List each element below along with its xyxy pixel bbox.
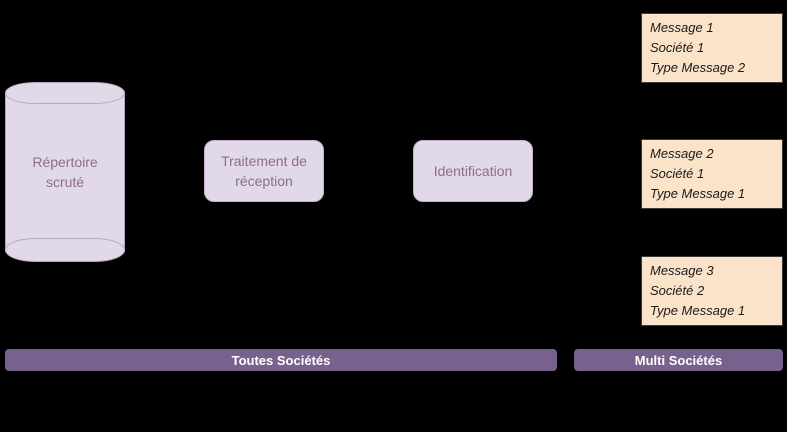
scope-bar-multi-societes[interactable]: Multi Sociétés xyxy=(574,349,783,371)
node-repertoire-scrute[interactable]: Répertoire scruté xyxy=(5,82,125,262)
message-note-3-societe: Société 2 xyxy=(650,283,705,298)
node-repertoire-scrute-label: Répertoire scruté xyxy=(5,82,125,262)
node-traitement-de-reception-label-line-2: réception xyxy=(235,173,293,189)
message-note-3-type: Type Message 1 xyxy=(650,303,746,318)
message-note-2-type: Type Message 1 xyxy=(650,186,746,201)
cylinder-body xyxy=(5,92,125,252)
node-identification-label-line-1: Identification xyxy=(433,163,513,179)
message-note-3[interactable]: Message 3 Société 2 Type Message 1 xyxy=(641,256,783,326)
message-note-1[interactable]: Message 1 Société 1 Type Message 2 xyxy=(641,13,783,83)
node-repertoire-scrute-label-line-1: Répertoire xyxy=(32,154,98,170)
message-note-2-societe: Société 1 xyxy=(650,166,705,181)
message-note-2[interactable]: Message 2 Société 1 Type Message 1 xyxy=(641,139,783,209)
scope-bar-toutes-societes[interactable]: Toutes Sociétés xyxy=(5,349,557,371)
cylinder-top-ellipse xyxy=(5,82,125,104)
message-note-1-societe: Société 1 xyxy=(650,40,705,55)
message-note-1-name: Message 1 xyxy=(650,20,714,35)
node-identification-label: Identification xyxy=(434,161,513,181)
scope-bar-toutes-societes-label: Toutes Sociétés xyxy=(231,352,331,368)
scope-bar-multi-societes-label: Multi Sociétés xyxy=(634,352,723,368)
node-traitement-de-reception[interactable]: Traitement de réception xyxy=(204,140,324,202)
node-identification[interactable]: Identification xyxy=(413,140,533,202)
message-note-2-name: Message 2 xyxy=(650,146,714,161)
message-note-3-name: Message 3 xyxy=(650,263,714,278)
cylinder-bottom-ellipse xyxy=(5,238,125,262)
message-note-1-type: Type Message 2 xyxy=(650,60,746,75)
node-repertoire-scrute-label-line-2: scruté xyxy=(45,174,85,190)
node-traitement-de-reception-label: Traitement de réception xyxy=(221,151,307,191)
node-traitement-de-reception-label-line-1: Traitement de xyxy=(221,153,307,169)
